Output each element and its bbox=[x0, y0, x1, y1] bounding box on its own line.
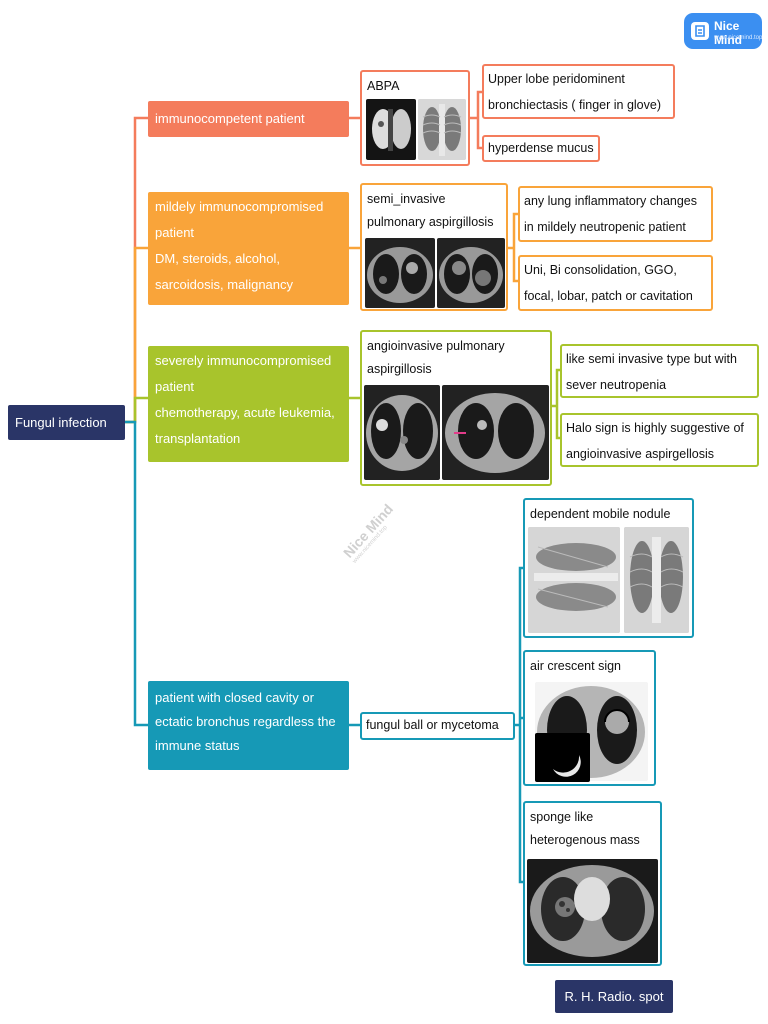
branch-label: immunocompetent patient bbox=[155, 111, 305, 126]
fungal-ball-node: fungul ball or mycetoma bbox=[360, 712, 515, 740]
ct-chest-axial-image bbox=[442, 385, 549, 480]
ct-chest-axial-image bbox=[437, 238, 505, 308]
ct-chest-coronal-image bbox=[366, 99, 416, 160]
finding-mobile-nodule: dependent mobile nodule bbox=[523, 498, 694, 638]
brand-url: www.nicemind.top bbox=[714, 35, 763, 41]
branch-label: patient with closed cavity or ectatic br… bbox=[155, 690, 336, 753]
finding-sever-neutropenia: like semi invasive type but with sever n… bbox=[560, 344, 759, 398]
finding-inflammatory-changes: any lung inflammatory changes in mildely… bbox=[518, 186, 713, 242]
brand-name: Nice Mind bbox=[714, 19, 742, 47]
ct-chest-axial-image bbox=[365, 238, 435, 308]
branch-label: severely immunocompromised patient bbox=[155, 353, 332, 394]
finding-text: hyperdense mucus bbox=[488, 141, 594, 155]
ct-chest-axial-image bbox=[527, 859, 658, 963]
finding-consolidation: Uni, Bi consolidation, GGO, focal, lobar… bbox=[518, 255, 713, 311]
footer-label: R. H. Radio. spot bbox=[564, 989, 664, 1004]
root-node: Fungul infection bbox=[8, 405, 125, 440]
chest-xray-pa-image bbox=[624, 527, 689, 633]
semi-invasive-node: semi_invasive pulmonary aspirgillosis bbox=[360, 183, 508, 311]
finding-text: Uni, Bi consolidation, GGO, focal, lobar… bbox=[524, 263, 693, 303]
finding-caption-line1: sponge like bbox=[530, 810, 594, 824]
finding-caption-line2: heterogenous mass bbox=[530, 833, 640, 847]
root-label: Fungul infection bbox=[15, 415, 107, 430]
finding-text: like semi invasive type but with sever n… bbox=[566, 352, 737, 392]
finding-caption: dependent mobile nodule bbox=[530, 507, 671, 521]
branch-mild-immunocompromised: mildely immunocompromised patient DM, st… bbox=[148, 192, 349, 305]
chest-xray-pa-image bbox=[418, 99, 466, 160]
ct-chest-axial-image bbox=[535, 682, 648, 781]
branch-sublabel: chemotherapy, acute leukemia, transplant… bbox=[155, 405, 335, 446]
finding-air-crescent: air crescent sign bbox=[523, 650, 656, 786]
finding-halo-sign: Halo sign is highly suggestive of angioi… bbox=[560, 413, 759, 467]
branch-immunocompetent: immunocompetent patient bbox=[148, 101, 349, 137]
finding-hyperdense-mucus: hyperdense mucus bbox=[482, 135, 600, 162]
air-crescent-inset-image bbox=[535, 733, 590, 782]
finding-text: any lung inflammatory changes in mildely… bbox=[524, 194, 698, 234]
angioinvasive-caption: angioinvasive pulmonary aspirgillosis bbox=[367, 339, 505, 376]
brand-icon bbox=[691, 22, 709, 40]
finding-finger-in-glove: Upper lobe peridominent bronchiectasis (… bbox=[482, 64, 675, 119]
semi-invasive-caption: semi_invasive pulmonary aspirgillosis bbox=[367, 192, 494, 229]
finding-text: Upper lobe peridominent bronchiectasis (… bbox=[488, 72, 661, 112]
branch-closed-cavity: patient with closed cavity or ectatic br… bbox=[148, 681, 349, 770]
finding-caption: air crescent sign bbox=[530, 659, 622, 673]
fungal-ball-label: fungul ball or mycetoma bbox=[366, 718, 499, 732]
branch-severe-immunocompromised: severely immunocompromised patient chemo… bbox=[148, 346, 349, 462]
branch-sublabel: DM, steroids, alcohol, sarcoidosis, mali… bbox=[155, 251, 294, 292]
angioinvasive-node: angioinvasive pulmonary aspirgillosis bbox=[360, 330, 552, 486]
abpa-node: ABPA bbox=[360, 70, 470, 166]
branch-label: mildely immunocompromised patient bbox=[155, 199, 324, 240]
brand-logo: Nice Mind www.nicemind.top bbox=[684, 13, 762, 49]
chest-xray-decubitus-image bbox=[528, 527, 620, 633]
finding-sponge-mass: sponge like heterogenous mass bbox=[523, 801, 662, 966]
finding-text: Halo sign is highly suggestive of angioi… bbox=[566, 421, 744, 461]
ct-chest-axial-image bbox=[364, 385, 440, 480]
abpa-caption: ABPA bbox=[367, 79, 400, 93]
footer-badge: R. H. Radio. spot bbox=[555, 980, 673, 1013]
